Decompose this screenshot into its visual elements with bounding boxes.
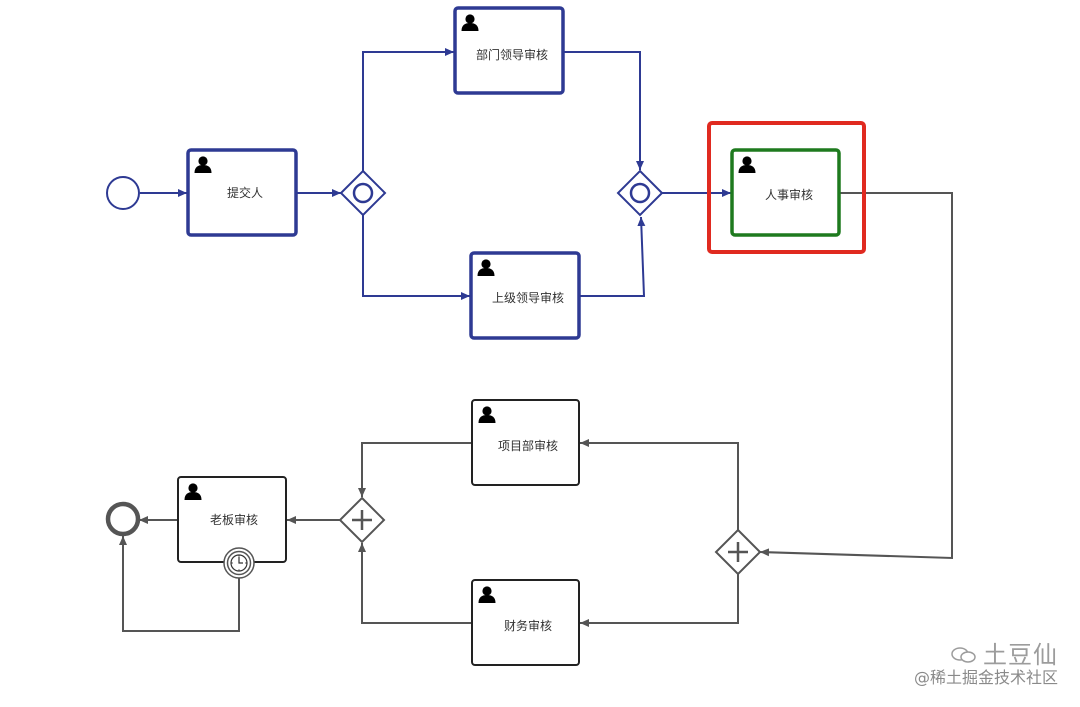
task-label: 上级领导审核 [492, 290, 564, 305]
task-label: 财务审核 [504, 618, 552, 633]
circle-gateway-icon [616, 169, 664, 217]
task-label: 老板审核 [210, 512, 258, 527]
task-finance-review[interactable]: 财务审核 [471, 579, 580, 666]
flow-project-to-join [358, 442, 471, 497]
task-superior-leader-review[interactable]: 上级领导审核 [469, 251, 581, 340]
flow-superior-to-join [579, 216, 646, 297]
timer-icon [230, 554, 248, 572]
task-label: 部门领导审核 [476, 47, 548, 62]
circle-gateway-icon [339, 169, 387, 217]
task-label: 提交人 [227, 185, 263, 200]
parallel-gateway-join[interactable] [338, 496, 386, 544]
start-event[interactable] [106, 176, 140, 210]
flow-timer-to-end [119, 536, 240, 632]
flow-split-to-finance [580, 574, 739, 627]
timer-boundary-event[interactable] [223, 547, 255, 579]
flow-dept-to-join [563, 51, 644, 170]
task-label: 项目部审核 [498, 438, 558, 453]
task-hr-review[interactable]: 人事审核 [730, 148, 841, 237]
flow-hr-to-parallel-split [759, 192, 953, 560]
inclusive-gateway-split[interactable] [339, 169, 387, 217]
pending-flows [119, 192, 953, 632]
parallel-gateway-split[interactable] [714, 528, 762, 576]
inclusive-gateway-join[interactable] [616, 169, 664, 217]
flow-split-to-dept [362, 48, 454, 171]
current-task-highlight [707, 121, 866, 254]
flow-finance-to-join [358, 543, 471, 624]
flow-split-to-superior [362, 215, 470, 300]
end-event[interactable] [105, 501, 141, 537]
completed-flows [140, 48, 731, 300]
task-submit[interactable]: 提交人 [186, 148, 298, 237]
flow-split-to-project [580, 439, 739, 530]
task-dept-leader-review[interactable]: 部门领导审核 [453, 6, 565, 95]
task-project-dept-review[interactable]: 项目部审核 [471, 399, 580, 486]
task-label: 人事审核 [765, 187, 813, 202]
